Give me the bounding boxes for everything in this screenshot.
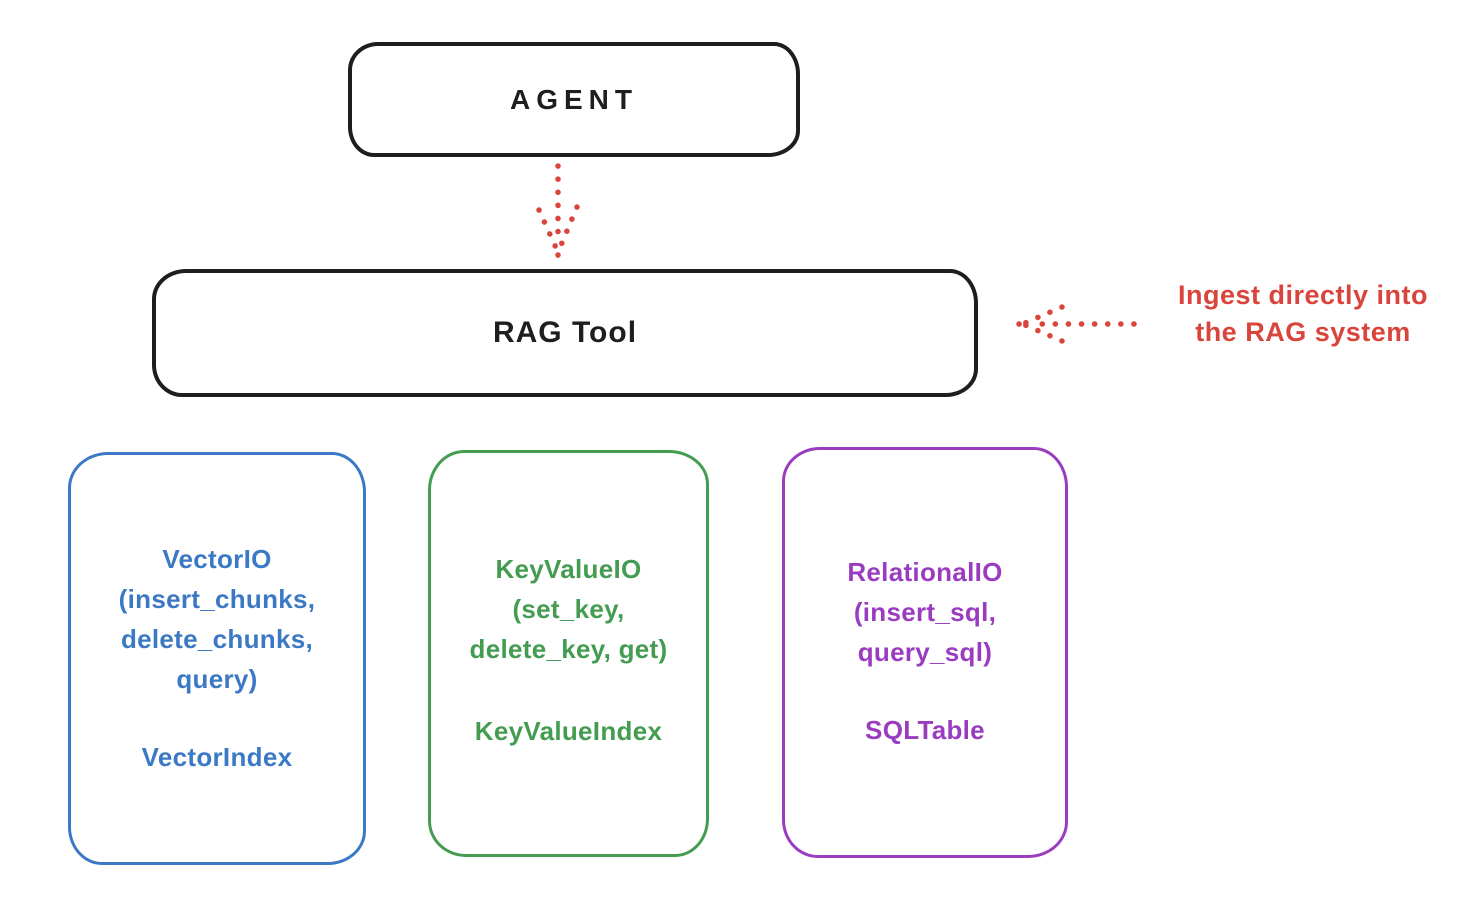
keyvalue-io-box: KeyValueIO (set_key, delete_key, get) Ke…	[428, 450, 709, 857]
vector-io-line: delete_chunks,	[120, 624, 314, 654]
relational-io-line: (insert_sql,	[853, 597, 997, 627]
keyvalue-io-line: (set_key,	[512, 594, 625, 624]
rag-tool-box: RAG Tool	[152, 269, 978, 397]
relational-io-methods: RelationalIO (insert_sql, query_sql)	[847, 552, 1002, 672]
relational-io-title: RelationalIO	[847, 557, 1003, 587]
keyvalue-index-label: KeyValueIndex	[474, 716, 663, 746]
sql-table-label: SQLTable	[865, 715, 985, 745]
keyvalue-io-methods: KeyValueIO (set_key, delete_key, get)	[470, 549, 668, 669]
relational-io-line: query_sql)	[857, 637, 993, 667]
vector-index-label: VectorIndex	[141, 742, 293, 772]
agent-label: AGENT	[510, 83, 638, 115]
ingest-annotation-line2: the RAG system	[1195, 317, 1411, 347]
vector-io-box: VectorIO (insert_chunks, delete_chunks, …	[68, 452, 366, 865]
ingest-annotation-line1: Ingest directly into	[1177, 280, 1429, 310]
rag-tool-label: RAG Tool	[492, 316, 638, 349]
agent-to-rag-arrow-icon	[536, 163, 580, 258]
ingest-arrow-icon	[1016, 304, 1137, 344]
vector-io-line: (insert_chunks,	[118, 584, 316, 614]
vector-io-line: query)	[176, 664, 258, 694]
vector-io-title: VectorIO	[162, 544, 272, 574]
relational-io-box: RelationalIO (insert_sql, query_sql) SQL…	[782, 447, 1068, 858]
vector-io-methods: VectorIO (insert_chunks, delete_chunks, …	[119, 539, 316, 699]
keyvalue-io-line: delete_key, get)	[469, 634, 668, 664]
keyvalue-io-title: KeyValueIO	[495, 554, 642, 584]
agent-box: AGENT	[348, 42, 800, 157]
ingest-annotation: Ingest directly into the RAG system	[1133, 277, 1473, 351]
